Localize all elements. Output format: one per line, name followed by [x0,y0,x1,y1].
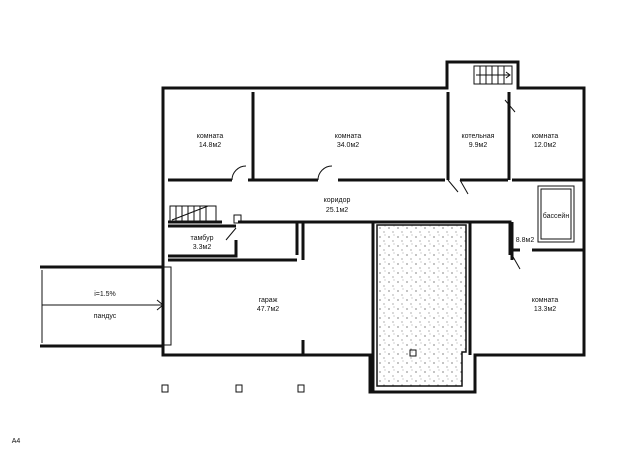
columns [161,384,305,393]
ramp-label: пандус [94,313,117,320]
vestibule-area: 3.3м2 [193,244,212,251]
garage-name: гараж [259,297,278,304]
room2-area: 34.0м2 [337,142,359,149]
garage-area: 47.7м2 [257,306,279,313]
room2-name: комната [335,133,362,140]
sheet-label: A4 [12,438,21,445]
staircase-corridor [169,205,217,222]
column [409,349,417,357]
room3-name: комната [532,133,559,140]
room4-name: комната [532,297,559,304]
room3-area: 12.0м2 [534,142,556,149]
doors [225,99,521,270]
pool-name: бассейн [543,212,570,220]
courtyard [376,224,467,387]
outer-wall [161,60,586,394]
boiler-name: котельная [462,133,495,140]
room4-area: 13.3м2 [534,306,556,313]
corridor-area: 25.1м2 [326,207,348,214]
ramp [40,265,164,348]
ramp-slope: i=1.5% [94,291,116,298]
corridor-name: коридор [324,197,351,204]
boiler-area: 9.9м2 [469,142,488,149]
interior-walls [168,92,584,392]
pool-area: 8.8м2 [516,237,535,244]
staircase-top [473,65,513,85]
room1-area: 14.8м2 [199,142,221,149]
vestibule-name: тамбур [191,234,214,242]
room1-name: комната [197,133,224,140]
garage-door [163,266,172,346]
